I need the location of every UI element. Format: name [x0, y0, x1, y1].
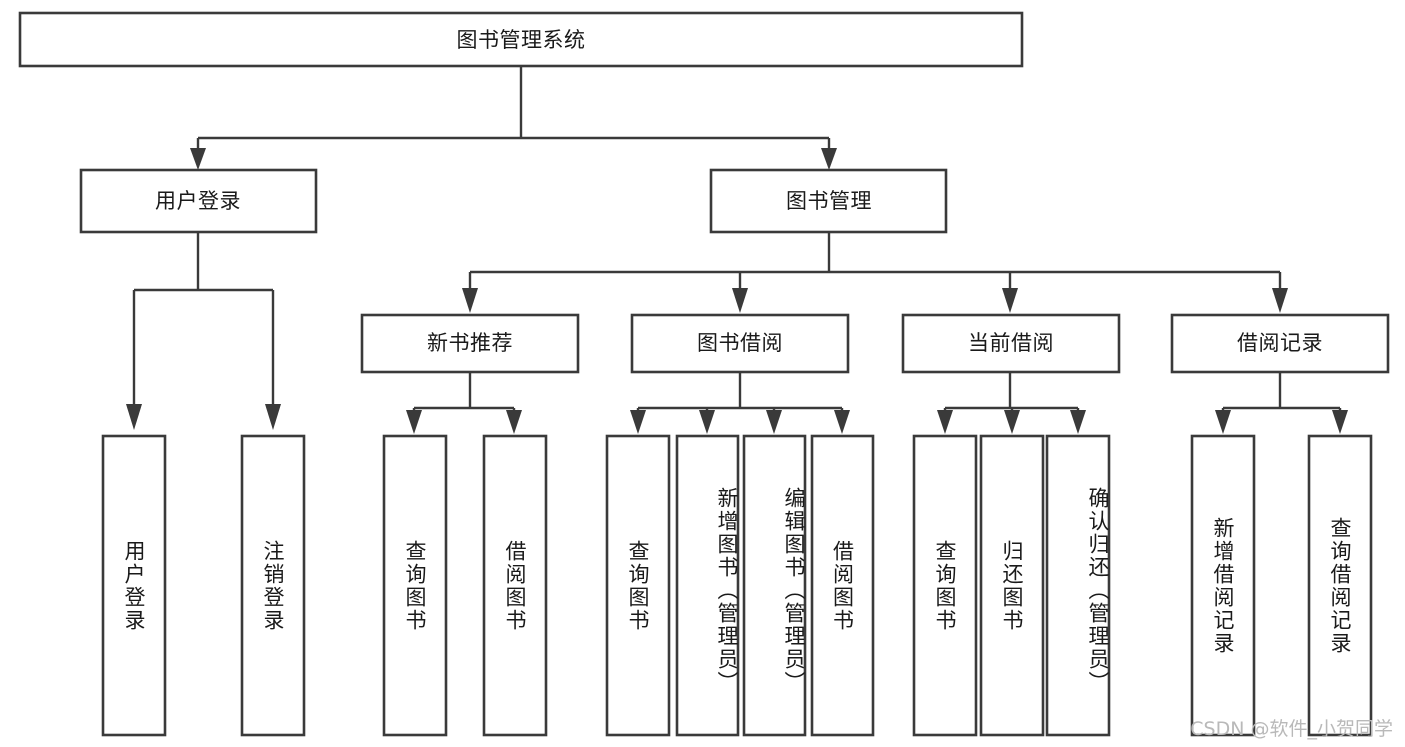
arrow-head-icon [834, 410, 850, 434]
connector-group-root [190, 66, 837, 170]
connector-group-user-login [126, 232, 281, 430]
leaf-box-book-borrow-1[interactable] [675, 434, 740, 737]
arrow-head-icon [1004, 410, 1020, 434]
node-borrow-record[interactable]: 借阅记录 [1170, 313, 1390, 374]
leaf-box-user-login-0[interactable] [101, 434, 167, 737]
arrow-head-icon [699, 410, 715, 434]
node-book-borrow[interactable]: 图书借阅 [630, 313, 850, 374]
node-current-borrow-box[interactable] [901, 313, 1121, 374]
connector-group-borrow-record [1215, 372, 1348, 434]
arrow-head-icon [462, 288, 478, 313]
leaf-box-borrow-record-0[interactable] [1190, 434, 1256, 737]
node-current-borrow[interactable]: 当前借阅 [901, 313, 1121, 374]
leaf-box-book-borrow-3[interactable] [810, 434, 875, 737]
arrow-head-icon [1215, 410, 1231, 434]
node-user-login-label: 用户登录 [155, 189, 241, 213]
node-book-manage[interactable]: 图书管理 [709, 168, 948, 234]
arrow-head-icon [1070, 410, 1086, 434]
node-user-login[interactable]: 用户登录 [79, 168, 318, 234]
csdn-watermark: CSDN @软件_小贺同学 [1190, 718, 1393, 740]
arrow-head-icon [732, 288, 748, 313]
node-borrow-record-label: 借阅记录 [1237, 331, 1323, 355]
leaf-box-borrow-record-1[interactable] [1307, 434, 1373, 737]
node-new-book-recommend-label: 新书推荐 [427, 331, 513, 355]
arrow-head-icon [630, 410, 646, 434]
leaf-box-book-borrow-2[interactable] [742, 434, 807, 737]
node-user-login-box[interactable] [79, 168, 318, 234]
connector-group-current-borrow [937, 372, 1086, 434]
arrow-head-icon [506, 410, 522, 434]
arrow-head-icon [126, 404, 142, 430]
arrow-head-icon [1332, 410, 1348, 434]
node-new-book-recommend[interactable]: 新书推荐 [360, 313, 580, 374]
leaf-box-current-borrow-2[interactable] [1045, 434, 1111, 737]
node-root-label: 图书管理系统 [457, 28, 586, 52]
node-book-manage-label: 图书管理 [786, 189, 872, 213]
node-book-borrow-box[interactable] [630, 313, 850, 374]
node-current-borrow-label: 当前借阅 [968, 331, 1054, 355]
leaf-box-book-borrow-0[interactable] [605, 434, 671, 737]
connector-group-book-borrow [630, 372, 850, 434]
arrow-head-icon [937, 410, 953, 434]
node-borrow-record-box[interactable] [1170, 313, 1390, 374]
leaf-box-new-book-1[interactable] [482, 434, 548, 737]
arrow-head-icon [406, 410, 422, 434]
node-root[interactable]: 图书管理系统 [18, 11, 1024, 68]
arrow-head-icon [1272, 288, 1288, 313]
arrow-head-icon [265, 404, 281, 430]
connector-group-book-manage [462, 232, 1288, 313]
node-root-box[interactable] [18, 11, 1024, 68]
leaf-box-current-borrow-1[interactable] [979, 434, 1045, 737]
node-new-book-recommend-box[interactable] [360, 313, 580, 374]
leaf-box-user-login-1[interactable] [240, 434, 306, 737]
node-book-borrow-label: 图书借阅 [697, 331, 783, 355]
connector-group-new-book [406, 372, 522, 434]
node-book-manage-box[interactable] [709, 168, 948, 234]
leaf-box-current-borrow-0[interactable] [912, 434, 978, 737]
arrow-head-icon [766, 410, 782, 434]
arrow-head-icon [1002, 288, 1018, 313]
leaf-box-new-book-0[interactable] [382, 434, 448, 737]
arrow-head-icon [821, 148, 837, 170]
arrow-head-icon [190, 148, 206, 170]
